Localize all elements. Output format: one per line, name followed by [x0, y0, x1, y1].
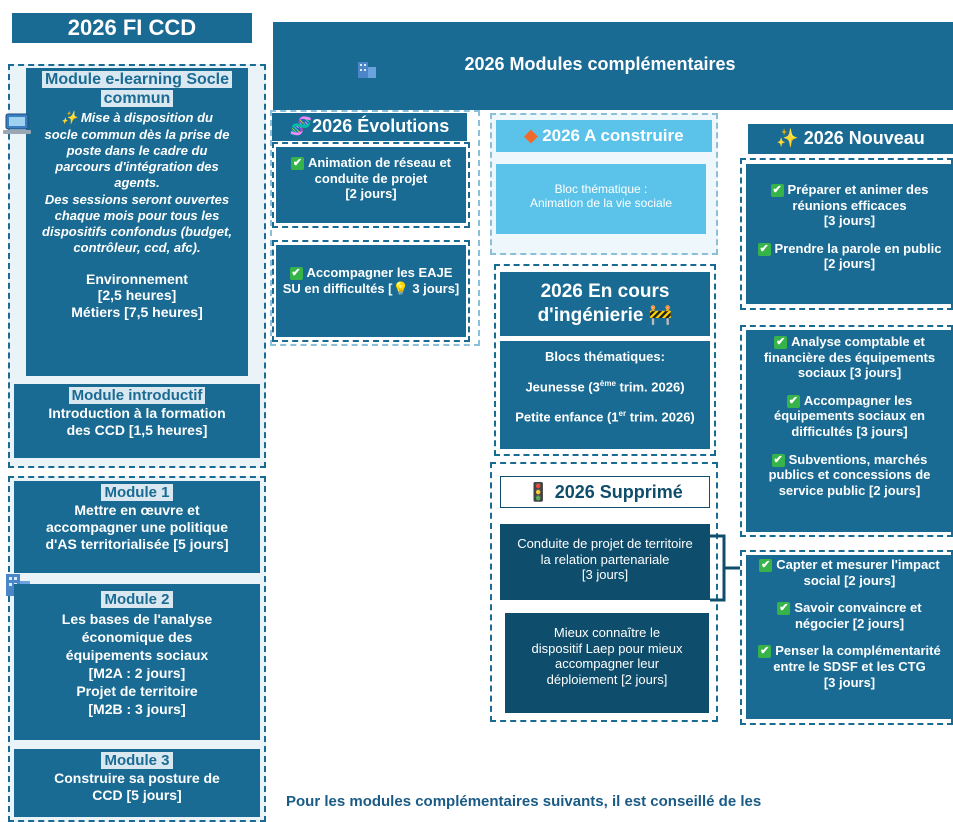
laptop-icon: [2, 112, 32, 136]
en-cours-blocs: Blocs thématiques: Jeunesse (3ème trim. …: [500, 341, 710, 449]
traffic-light-icon: 🚦: [527, 482, 550, 502]
check-icon: ✔: [757, 242, 771, 256]
a-construire-title-box: [496, 120, 712, 152]
evolutions-title-box: [272, 113, 467, 141]
check-icon: ✔: [777, 602, 791, 616]
a-construire-title: ◆ 2026 A construire: [524, 126, 684, 145]
supprime-panel: [490, 462, 718, 722]
check-icon: ✔: [759, 559, 773, 573]
module1-card: Module 1 Mettre en œuvre et accompagner …: [14, 481, 260, 573]
elearning-module-card: Module e-learning Socle commun ✨ Mise à …: [26, 68, 248, 376]
sparkles-icon: ✨: [61, 110, 78, 126]
diamond-icon: ◆: [524, 126, 538, 145]
check-icon: ✔: [770, 184, 784, 198]
check-icon: ✔: [758, 645, 772, 659]
supprime-item-2: Mieux connaître le dispositif Laep pour …: [505, 613, 709, 713]
check-icon: ✔: [774, 336, 788, 350]
footer-note: Pour les modules complémentaires suivant…: [286, 793, 762, 810]
intro-module-card: Module introductif Introduction à la for…: [14, 384, 260, 458]
check-icon: ✔: [290, 157, 304, 171]
building-icon: [356, 58, 378, 80]
lightbulb-icon: 💡: [392, 280, 409, 296]
evolutions-panel: [270, 110, 480, 346]
module3-card: Module 3 Construire sa posture de CCD [5…: [14, 749, 260, 817]
en-cours-title-box: 2026 En cours d'ingénierie 🚧: [500, 272, 710, 336]
footer-note-cut: [286, 814, 486, 822]
supprime-title: 🚦 2026 Supprimé: [527, 482, 683, 502]
elearning-heading: Module e-learning Socle: [41, 71, 233, 88]
evolution-item-1-frame: [272, 142, 470, 228]
supprime-item-1: Conduite de projet de territoire la rela…: [500, 524, 710, 600]
evolution-item-1: ✔Animation de réseau et conduite de proj…: [276, 147, 466, 223]
supprime-title-box: [500, 476, 710, 508]
evolution-item-2-frame: [272, 240, 470, 342]
check-icon: ✔: [771, 453, 785, 467]
nouveau-group-3: ✔Capter et mesurer l'impact social [2 jo…: [746, 555, 953, 719]
sparkles-icon: ✨: [776, 128, 799, 148]
nouveau-group-2: ✔Analyse comptable et financière des équ…: [746, 330, 953, 532]
complementary-header: [273, 22, 953, 110]
nouveau-title: ✨ 2026 Nouveau: [776, 128, 925, 148]
evolution-item-2: ✔Accompagner les EAJE SU en difficultés …: [276, 245, 466, 337]
construction-icon: 🚧: [648, 304, 673, 326]
check-icon: ✔: [289, 267, 303, 281]
a-construire-bloc: Bloc thématique : Animation de la vie so…: [496, 164, 706, 234]
nouveau-group-1: ✔Préparer et animer des réunions efficac…: [746, 164, 953, 304]
module2-card: Module 2 Les bases de l'analyse économiq…: [14, 584, 260, 740]
nouveau-title-box: [748, 124, 953, 154]
page-title: 2026 Modules complémentaires: [464, 54, 736, 74]
left-title: 2026 FI CCD: [12, 13, 252, 43]
en-cours-panel: [494, 264, 716, 456]
connector-bracket: [710, 532, 740, 604]
dna-icon: 🧬: [289, 116, 313, 136]
check-icon: ✔: [786, 394, 800, 408]
evolutions-title: 🧬2026 Évolutions: [289, 116, 450, 136]
